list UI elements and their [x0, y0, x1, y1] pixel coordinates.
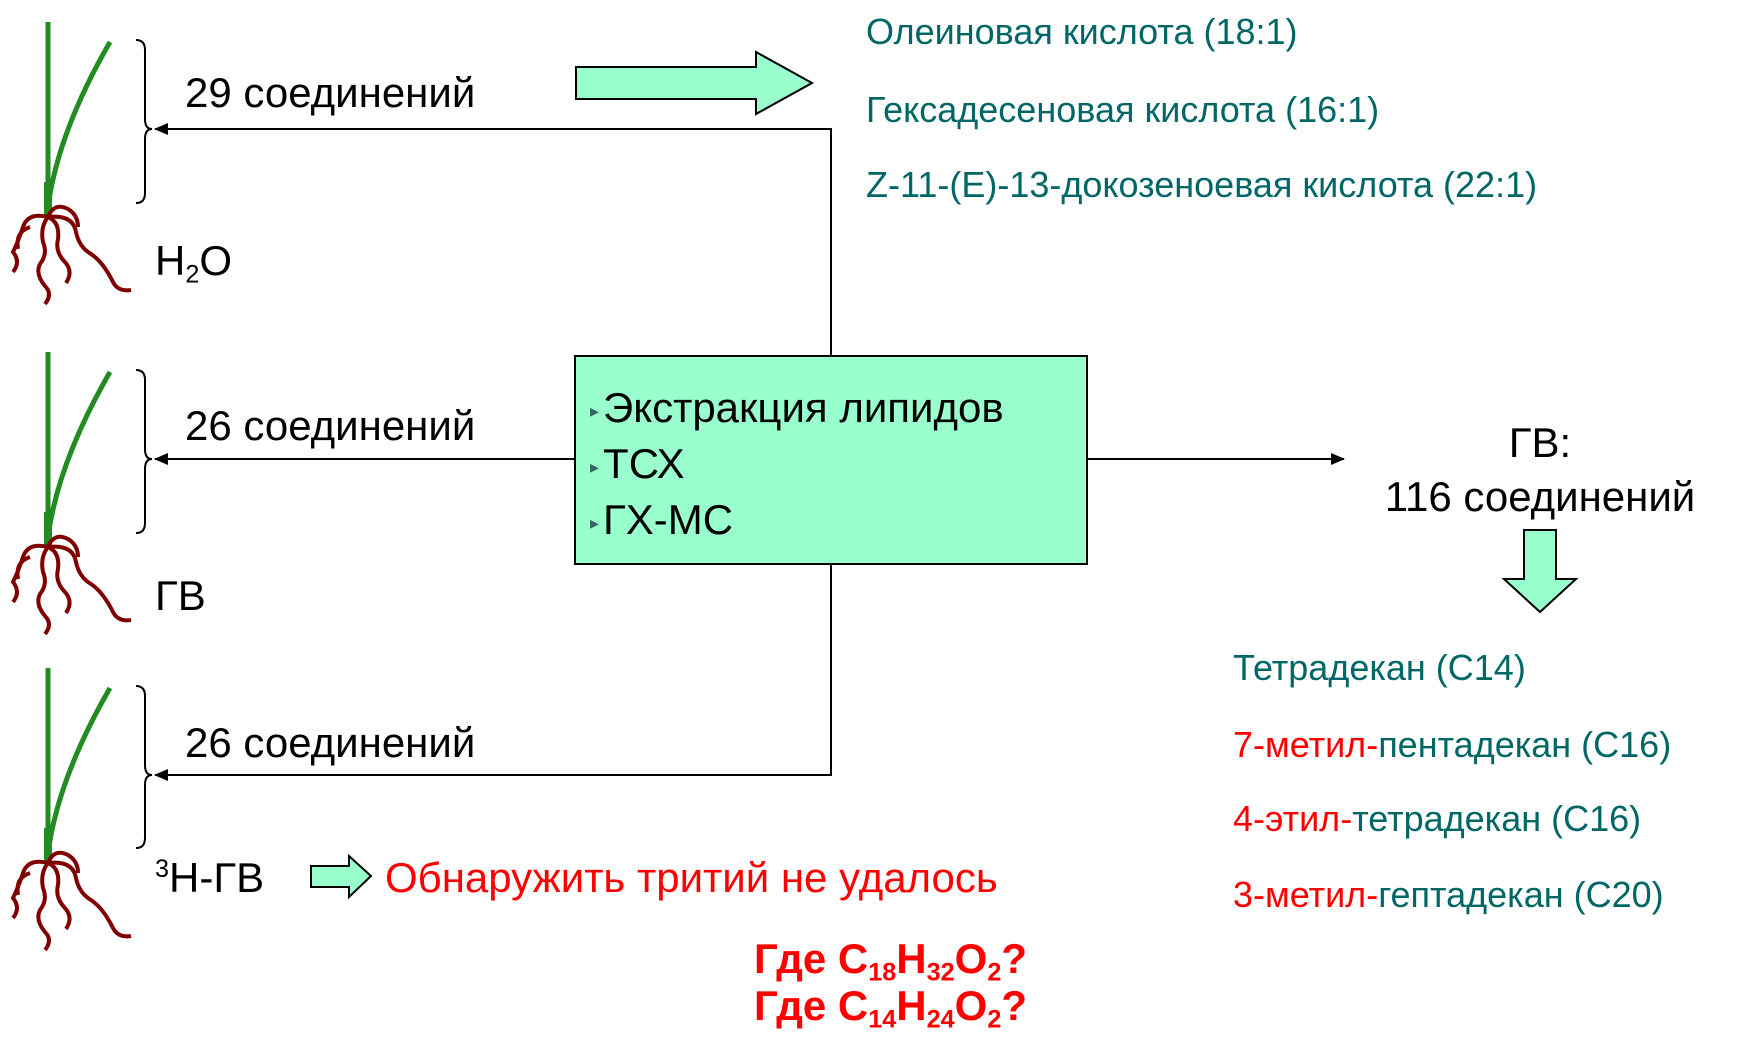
hydrocarbon-4: 3-метил-гептадекан (С20) [1233, 874, 1664, 915]
hydrocarbon-2: 7-метил-пентадекан (С16) [1233, 724, 1672, 765]
acid-2: Гексадесеновая кислота (16:1) [866, 89, 1380, 130]
block-arrow-down [1501, 529, 1579, 614]
plant-icon-3 [13, 668, 131, 950]
hydrocarbon-1: Тетрадекан (С14) [1233, 647, 1526, 688]
bullet-icon: ▸ [590, 400, 600, 421]
acid-3: Z-11-(E)-13-докозеноевая кислота (22:1) [866, 164, 1538, 205]
gv-result-title: ГВ: [1508, 419, 1572, 466]
brace-2 [135, 369, 153, 534]
bullet-icon: ▸ [590, 512, 600, 533]
process-step-3: ▸ГХ-МС [590, 496, 734, 543]
gv-result-count: 116 соединений [1384, 473, 1696, 520]
count-label-1: 29 соединений [185, 69, 476, 116]
hydrocarbon-3: 4-этил-тетрадекан (С16) [1233, 798, 1642, 839]
tritium-result: Обнаружить тритий не удалось [385, 854, 998, 901]
tritium-label: 3Н-ГВ [155, 854, 265, 902]
plant-icon-2 [13, 352, 131, 634]
block-arrow-tritium [310, 853, 373, 900]
bullet-icon: ▸ [590, 456, 600, 477]
connector-bottom [154, 565, 832, 781]
brace-1 [135, 39, 153, 204]
process-step-1: ▸Экстракция липидов [590, 384, 1004, 431]
gv-label: ГВ [155, 572, 206, 619]
count-label-2: 26 соединений [185, 402, 476, 449]
count-label-3: 26 соединений [185, 719, 476, 766]
connector-top [154, 123, 832, 355]
process-box: ▸Экстракция липидов ▸ТСХ ▸ГХ-МС [574, 355, 1088, 565]
plant-icon-1 [13, 22, 131, 304]
water-label: H2O [155, 237, 233, 289]
acid-1: Олеиновая кислота (18:1) [866, 11, 1298, 52]
brace-3 [135, 685, 153, 849]
question-2: Где С14Н24О2? [754, 982, 1027, 1034]
block-arrow-top [575, 50, 815, 116]
question-1: Где С18Н32О2? [754, 935, 1027, 987]
process-step-2: ▸ТСХ [590, 440, 685, 487]
